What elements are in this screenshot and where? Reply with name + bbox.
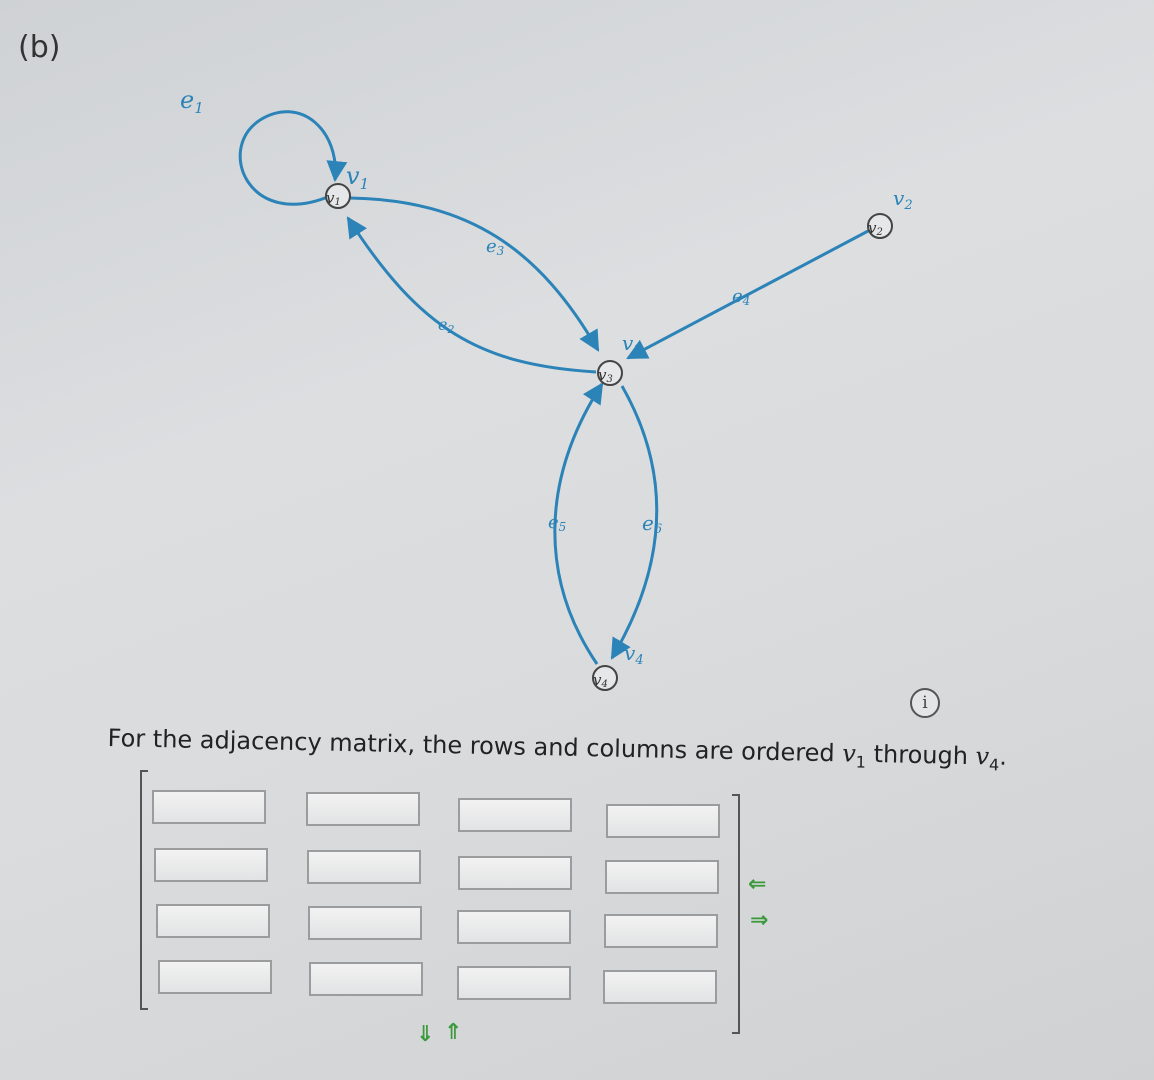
vertex-v4: v4 bbox=[592, 665, 618, 691]
matrix-cell-2-1[interactable] bbox=[154, 848, 268, 882]
instruction-middle: through bbox=[865, 739, 976, 771]
label-v1: v1 bbox=[346, 162, 369, 193]
edge-e3 bbox=[349, 196, 600, 352]
part-label: (b) bbox=[18, 30, 61, 65]
edge-e2 bbox=[346, 216, 597, 374]
label-e6: e6 bbox=[642, 511, 662, 537]
instruction-text: For the adjacency matrix, the rows and c… bbox=[107, 724, 1007, 775]
matrix-cell-1-4[interactable] bbox=[606, 804, 720, 838]
matrix-cell-3-4[interactable] bbox=[604, 914, 718, 948]
vertex-v4-inner: v4 bbox=[593, 671, 608, 690]
matrix-cell-1-3[interactable] bbox=[458, 798, 572, 832]
edge-e5 bbox=[553, 382, 604, 665]
edge-e4 bbox=[626, 228, 871, 360]
label-e5: e5 bbox=[548, 512, 566, 534]
label-e1: e1 bbox=[180, 86, 204, 117]
matrix-cell-2-3[interactable] bbox=[458, 856, 572, 890]
instruction-sub-from: 1 bbox=[855, 752, 867, 772]
matrix-cell-3-2[interactable] bbox=[308, 906, 422, 940]
vertex-v3-inner: v3 bbox=[598, 366, 613, 385]
matrix-cell-2-4[interactable] bbox=[605, 860, 719, 894]
instruction-sub-to: 4 bbox=[988, 755, 1000, 775]
matrix-cell-4-2[interactable] bbox=[309, 962, 423, 996]
label-v3: v3 bbox=[622, 331, 642, 358]
vertex-v2: v2 bbox=[867, 213, 893, 239]
instruction-end: . bbox=[999, 742, 1008, 771]
adjacency-matrix bbox=[140, 770, 740, 1034]
add-column-arrow-icon[interactable]: ⇒ bbox=[750, 908, 769, 933]
instruction-lead: For the adjacency matrix, the rows and c… bbox=[107, 724, 843, 768]
matrix-cell-4-1[interactable] bbox=[158, 960, 272, 994]
directed-graph: v1 v2 v3 v4 v1 v2 v3 v4 e1 e2 e3 e4 e5 e… bbox=[180, 86, 913, 691]
label-e3: e3 bbox=[486, 236, 505, 258]
instruction-var-to: v bbox=[975, 742, 990, 771]
matrix-cell-4-4[interactable] bbox=[603, 970, 717, 1004]
matrix-cell-1-2[interactable] bbox=[306, 792, 420, 826]
vertex-v2-inner: v2 bbox=[868, 219, 883, 238]
matrix-right-bracket bbox=[732, 794, 740, 1034]
edge-e1 bbox=[238, 110, 348, 206]
vertex-v1-inner: v1 bbox=[326, 189, 341, 208]
label-e2: e2 bbox=[438, 315, 454, 336]
label-e4: e4 bbox=[732, 286, 750, 308]
edge-e6 bbox=[610, 385, 659, 660]
vertex-v1: v1 bbox=[325, 183, 351, 209]
matrix-cell-2-2[interactable] bbox=[307, 850, 421, 884]
label-v2: v2 bbox=[893, 186, 913, 213]
remove-column-arrow-icon[interactable]: ⇐ bbox=[748, 872, 767, 897]
vertex-v3: v3 bbox=[597, 360, 623, 386]
instruction-var-from: v bbox=[842, 739, 857, 768]
matrix-cell-1-1[interactable] bbox=[152, 790, 266, 824]
matrix-cell-3-3[interactable] bbox=[457, 910, 571, 944]
matrix-left-bracket bbox=[140, 770, 148, 1010]
matrix-cell-3-1[interactable] bbox=[156, 904, 270, 938]
remove-row-arrow-icon[interactable]: ⇑ bbox=[444, 1020, 463, 1045]
matrix-cell-4-3[interactable] bbox=[457, 966, 571, 1000]
add-row-arrow-icon[interactable]: ⇓ bbox=[416, 1022, 435, 1047]
label-v4: v4 bbox=[624, 641, 644, 668]
info-icon[interactable]: i bbox=[910, 688, 940, 718]
